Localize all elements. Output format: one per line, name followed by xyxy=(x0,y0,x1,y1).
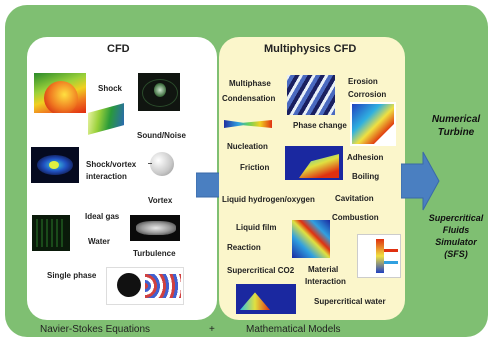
cfd-item-single-phase: Single phase xyxy=(47,271,97,280)
cfd-item-interaction: interaction xyxy=(86,172,127,181)
footer-plus: + xyxy=(209,324,215,335)
mp-item-nucleation: Nucleation xyxy=(227,142,268,151)
numerical-turbine-label: Numerical Turbine xyxy=(421,113,491,139)
mp-item-phase-change: Phase change xyxy=(293,121,347,130)
numerical-turbine-line-2: Turbine xyxy=(437,127,475,138)
single-phase-image xyxy=(106,267,184,305)
multiphysics-title: Multiphysics CFD xyxy=(264,43,357,55)
mp-item-condensation: Condensation xyxy=(222,94,276,103)
turbine-blade-cascade-image xyxy=(287,75,335,115)
mp-item-multiphase: Multiphase xyxy=(229,79,271,88)
mp-item-combustion: Combustion xyxy=(332,213,379,222)
mp-item-reaction: Reaction xyxy=(227,243,261,252)
mp-item-adhesion: Adhesion xyxy=(347,153,384,162)
mp-item-friction: Friction xyxy=(240,163,270,172)
cfd-item-turbulence: Turbulence xyxy=(133,249,176,258)
mp-item-erosion: Erosion xyxy=(348,77,378,86)
footer-navier-stokes: Navier-Stokes Equations xyxy=(40,324,151,335)
mp-item-liquid-hydrogen-oxygen: Liquid hydrogen/oxygen xyxy=(222,195,315,204)
cfd-item-sound-noise: Sound/Noise xyxy=(137,131,186,140)
cfd-item-vortex: Vortex xyxy=(148,196,173,205)
mp-item-supercritical-co2: Supercritical CO2 xyxy=(227,266,295,275)
mp-item-supercritical-water: Supercritical water xyxy=(314,297,386,306)
sfs-line-1: Supercritical xyxy=(428,213,484,223)
mp-item-interaction: Interaction xyxy=(305,277,346,286)
sound-noise-image xyxy=(138,73,180,111)
shock-simulation-image xyxy=(34,73,86,113)
combustion-image xyxy=(357,234,401,278)
mp-item-boiling: Boiling xyxy=(352,172,380,181)
shock-vortex-image xyxy=(31,147,79,183)
cfd-item-water: Water xyxy=(88,237,110,246)
mp-item-corrosion: Corrosion xyxy=(348,90,387,99)
mp-item-material: Material xyxy=(308,265,339,274)
erosion-blade-image xyxy=(350,102,396,146)
sfs-line-3: Simulator xyxy=(435,237,477,247)
adhesion-image xyxy=(285,146,343,180)
cfd-title: CFD xyxy=(107,43,130,55)
arrow-right-icon-2 xyxy=(401,151,440,211)
footer-mathematical-models: Mathematical Models xyxy=(246,324,341,335)
vortex-sphere-image xyxy=(148,150,178,178)
sfs-line-2: Fluids xyxy=(442,225,470,235)
nozzle-condensation-image xyxy=(224,118,272,130)
mp-item-liquid-film: Liquid film xyxy=(236,223,277,232)
mp-item-cavitation: Cavitation xyxy=(335,194,374,203)
sfs-label: Supercritical Fluids Simulator (SFS) xyxy=(421,212,491,260)
cfd-item-ideal-gas: Ideal gas xyxy=(85,212,120,221)
liquid-film-image xyxy=(292,220,330,258)
turbulence-image xyxy=(130,215,180,241)
cfd-item-shock-vortex: Shock/vortex xyxy=(86,160,137,169)
supercritical-co2-image xyxy=(236,284,296,314)
water-simulation-image xyxy=(32,215,70,251)
numerical-turbine-line-1: Numerical xyxy=(431,114,481,125)
sfs-line-4: (SFS) xyxy=(444,249,468,259)
cfd-item-shock: Shock xyxy=(98,84,123,93)
